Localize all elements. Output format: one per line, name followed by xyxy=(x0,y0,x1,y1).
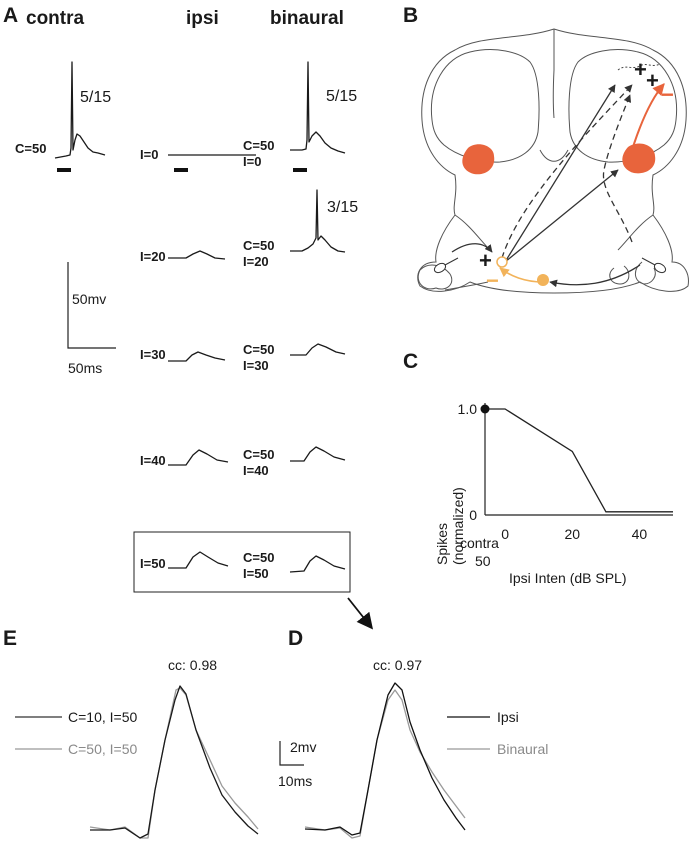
ipsi-trace-1 xyxy=(168,250,226,260)
scale-mv-a: 50mv xyxy=(72,291,106,307)
binaural-i-label-2: I=30 xyxy=(243,358,269,373)
scale-bar-d xyxy=(279,741,304,766)
ipsi-stim-bar xyxy=(174,168,188,172)
scale-bar-a xyxy=(67,262,116,349)
pathway-ipsi-inhibitory xyxy=(499,267,544,283)
excitatory-sign-1: + xyxy=(634,57,647,82)
pathway-dashed-right xyxy=(602,94,633,243)
trace-d-binaural xyxy=(304,689,466,839)
contra-ratio: 5/15 xyxy=(80,89,111,106)
panel-e: E cc: 0.98 C=10, I=50 C=50, I=50 xyxy=(3,627,259,839)
legend-text-e-1: C=50, I=50 xyxy=(68,741,137,757)
x-tick-label-c: 40 xyxy=(632,526,648,542)
binaural-c-label-0: C=50 xyxy=(243,138,274,153)
ipsi-label-1: I=20 xyxy=(140,249,166,264)
target-neuron-dendrites xyxy=(617,63,661,71)
chart-c: 0 1.0 0 20 40 xyxy=(458,401,673,542)
trace-e-c10 xyxy=(90,685,259,839)
excitatory-sign-left: + xyxy=(479,248,492,273)
excitatory-sign-2: + xyxy=(646,68,659,93)
electrode-right xyxy=(641,257,667,274)
binaural-i-label-1: I=20 xyxy=(243,254,269,269)
ipsi-trace-2 xyxy=(168,351,226,362)
ipsi-label-0: I=0 xyxy=(140,147,158,162)
trace-d-ipsi xyxy=(304,682,466,836)
panel-b: B xyxy=(403,4,689,294)
contra-stim-bar xyxy=(57,168,71,172)
scale-ms-a: 50ms xyxy=(68,360,102,376)
ipsi-trace-3 xyxy=(168,449,229,466)
panel-label-e: E xyxy=(3,627,17,650)
binaural-i-label-0: I=0 xyxy=(243,154,261,169)
cc-label-e: cc: 0.98 xyxy=(168,657,217,673)
binaural-stim-bar xyxy=(293,168,307,172)
binaural-i-label-3: I=40 xyxy=(243,463,269,478)
binaural-c-label-4: C=50 xyxy=(243,550,274,565)
legend-text-d-1: Binaural xyxy=(497,741,548,757)
electrode-left xyxy=(433,257,459,274)
contra-tick-line1: contra xyxy=(460,535,499,551)
scale-ms-d: 10ms xyxy=(278,773,312,789)
inhibitory-nucleus-right xyxy=(622,143,656,174)
binaural-trace-2 xyxy=(290,343,346,356)
highlight-box xyxy=(133,531,351,593)
binaural-i-label-4: I=50 xyxy=(243,566,269,581)
series-line-c xyxy=(485,408,673,513)
ipsi-trace-4 xyxy=(168,551,229,569)
binaural-trace-0 xyxy=(290,61,346,154)
col-header-contra: contra xyxy=(26,8,85,29)
binaural-trace-3 xyxy=(290,446,346,462)
binaural-ratio-1: 3/15 xyxy=(327,199,358,216)
inhibitory-sign-ipsi: − xyxy=(486,268,499,293)
y-tick-label-c: 1.0 xyxy=(458,401,478,417)
y-tick-label-c: 0 xyxy=(469,507,477,523)
binaural-c-label-3: C=50 xyxy=(243,447,274,462)
binaural-c-label-1: C=50 xyxy=(243,238,274,253)
cc-label-d: cc: 0.97 xyxy=(373,657,422,673)
panel-label-b: B xyxy=(403,4,418,27)
contra-label: C=50 xyxy=(15,141,46,156)
pathway-to-inhibitory-right xyxy=(504,169,619,263)
panel-label-c: C xyxy=(403,350,418,373)
binaural-trace-1 xyxy=(290,189,346,253)
xlabel-c: Ipsi Inten (dB SPL) xyxy=(509,570,627,586)
x-tick-label-c: 0 xyxy=(501,526,509,542)
legend-text-d-0: Ipsi xyxy=(497,709,519,725)
inhibitory-sign-right: − xyxy=(661,82,674,107)
pathway-ipsi-cochlear xyxy=(549,264,641,288)
binaural-c-label-2: C=50 xyxy=(243,342,274,357)
ipsi-label-4: I=50 xyxy=(140,556,166,571)
pathway-cochlear-left xyxy=(451,243,493,253)
ipsi-label-3: I=40 xyxy=(140,453,166,468)
arrow-to-d xyxy=(347,597,374,630)
recorded-neuron xyxy=(496,256,508,268)
scale-mv-d: 2mv xyxy=(290,739,316,755)
ylabel-line1: Spikes xyxy=(434,523,450,565)
contra-tick-line2: 50 xyxy=(475,553,491,569)
pathway-dashed-left xyxy=(501,84,633,259)
legend-text-e-0: C=10, I=50 xyxy=(68,709,137,725)
ipsi-neuron xyxy=(537,274,549,286)
col-header-binaural: binaural xyxy=(270,8,344,29)
brain-outline xyxy=(417,28,689,294)
contra-trace xyxy=(54,61,106,159)
col-header-ipsi: ipsi xyxy=(186,8,219,29)
ylabel-line2: (normalized) xyxy=(450,487,466,565)
x-tick-label-c: 20 xyxy=(564,526,580,542)
binaural-ratio-0: 5/15 xyxy=(326,88,357,105)
ipsi-label-2: I=30 xyxy=(140,347,166,362)
pathway-contra-ascending xyxy=(504,84,616,263)
binaural-trace-4 xyxy=(289,555,346,573)
panel-c: C 0 1.0 0 20 40 Spikes (normalized) contra 5… xyxy=(403,350,673,586)
contra-point-c xyxy=(480,404,490,414)
panel-a: A contra ipsi binaural C=50 5/15 I=0 I=2… xyxy=(3,4,374,630)
panel-d: D cc: 0.97 2mv 10ms Ipsi Binaural xyxy=(278,627,548,839)
panel-label-a: A xyxy=(3,4,18,27)
inhibitory-nucleus-left xyxy=(462,144,495,175)
panel-label-d: D xyxy=(288,627,303,650)
pathway-inhibitory-output xyxy=(631,83,665,151)
